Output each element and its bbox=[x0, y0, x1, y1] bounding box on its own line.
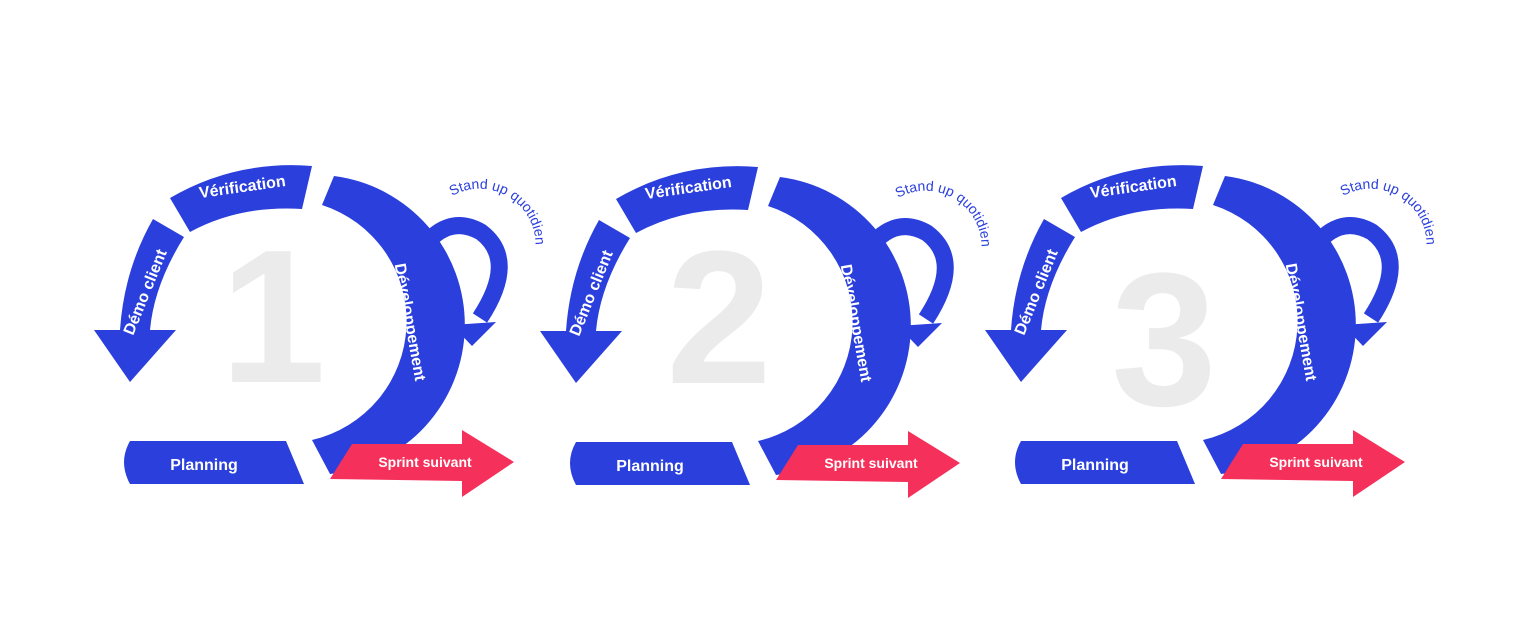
development-arc-segment bbox=[758, 177, 911, 475]
sprint-cycle-1: 1 Vérification Démo client Développement… bbox=[94, 165, 549, 497]
planning-label: Planning bbox=[616, 458, 684, 475]
standup-label-path: Stand up quotidien bbox=[446, 176, 548, 246]
next-sprint-arrow bbox=[1221, 430, 1405, 497]
sprint-cycle-2: 2 Vérification Démo client Développement… bbox=[540, 166, 960, 498]
demo-client-arrow-segment bbox=[540, 220, 630, 383]
standup-label: Stand up quotidien bbox=[446, 176, 548, 246]
planning-bar bbox=[570, 442, 750, 485]
standup-label: Stand up quotidien bbox=[1337, 176, 1439, 246]
next-sprint-label: Sprint suivant bbox=[378, 454, 472, 470]
demo-client-arrow-segment bbox=[94, 219, 184, 382]
next-sprint-label: Sprint suivant bbox=[824, 455, 918, 471]
sprint-number: 2 bbox=[666, 212, 772, 424]
next-sprint-label: Sprint suivant bbox=[1269, 454, 1363, 470]
planning-label: Planning bbox=[170, 457, 238, 474]
next-sprint-arrow bbox=[776, 431, 960, 498]
standup-label-path: Stand up quotidien bbox=[892, 178, 994, 248]
development-arc-segment bbox=[1203, 176, 1356, 474]
standup-label-path: Stand up quotidien bbox=[1337, 176, 1439, 246]
verification-segment bbox=[616, 166, 758, 233]
sprint-cycle-3: 3 Vérification Démo client Développement… bbox=[985, 165, 1405, 497]
planning-bar bbox=[124, 441, 304, 484]
sprint-number: 3 bbox=[1111, 234, 1217, 446]
development-arc-segment bbox=[312, 176, 465, 474]
planning-label: Planning bbox=[1061, 457, 1129, 474]
next-sprint-arrow bbox=[330, 430, 514, 497]
verification-segment bbox=[170, 165, 312, 232]
standup-loop-arrow bbox=[856, 218, 954, 324]
demo-client-arrow-segment bbox=[985, 219, 1075, 382]
standup-loop-arrow bbox=[1301, 217, 1399, 323]
standup-label: Stand up quotidien bbox=[892, 178, 994, 248]
sprint-number: 1 bbox=[220, 211, 326, 423]
planning-bar bbox=[1015, 441, 1195, 484]
standup-loop-arrow bbox=[410, 217, 508, 323]
verification-segment bbox=[1061, 165, 1203, 232]
